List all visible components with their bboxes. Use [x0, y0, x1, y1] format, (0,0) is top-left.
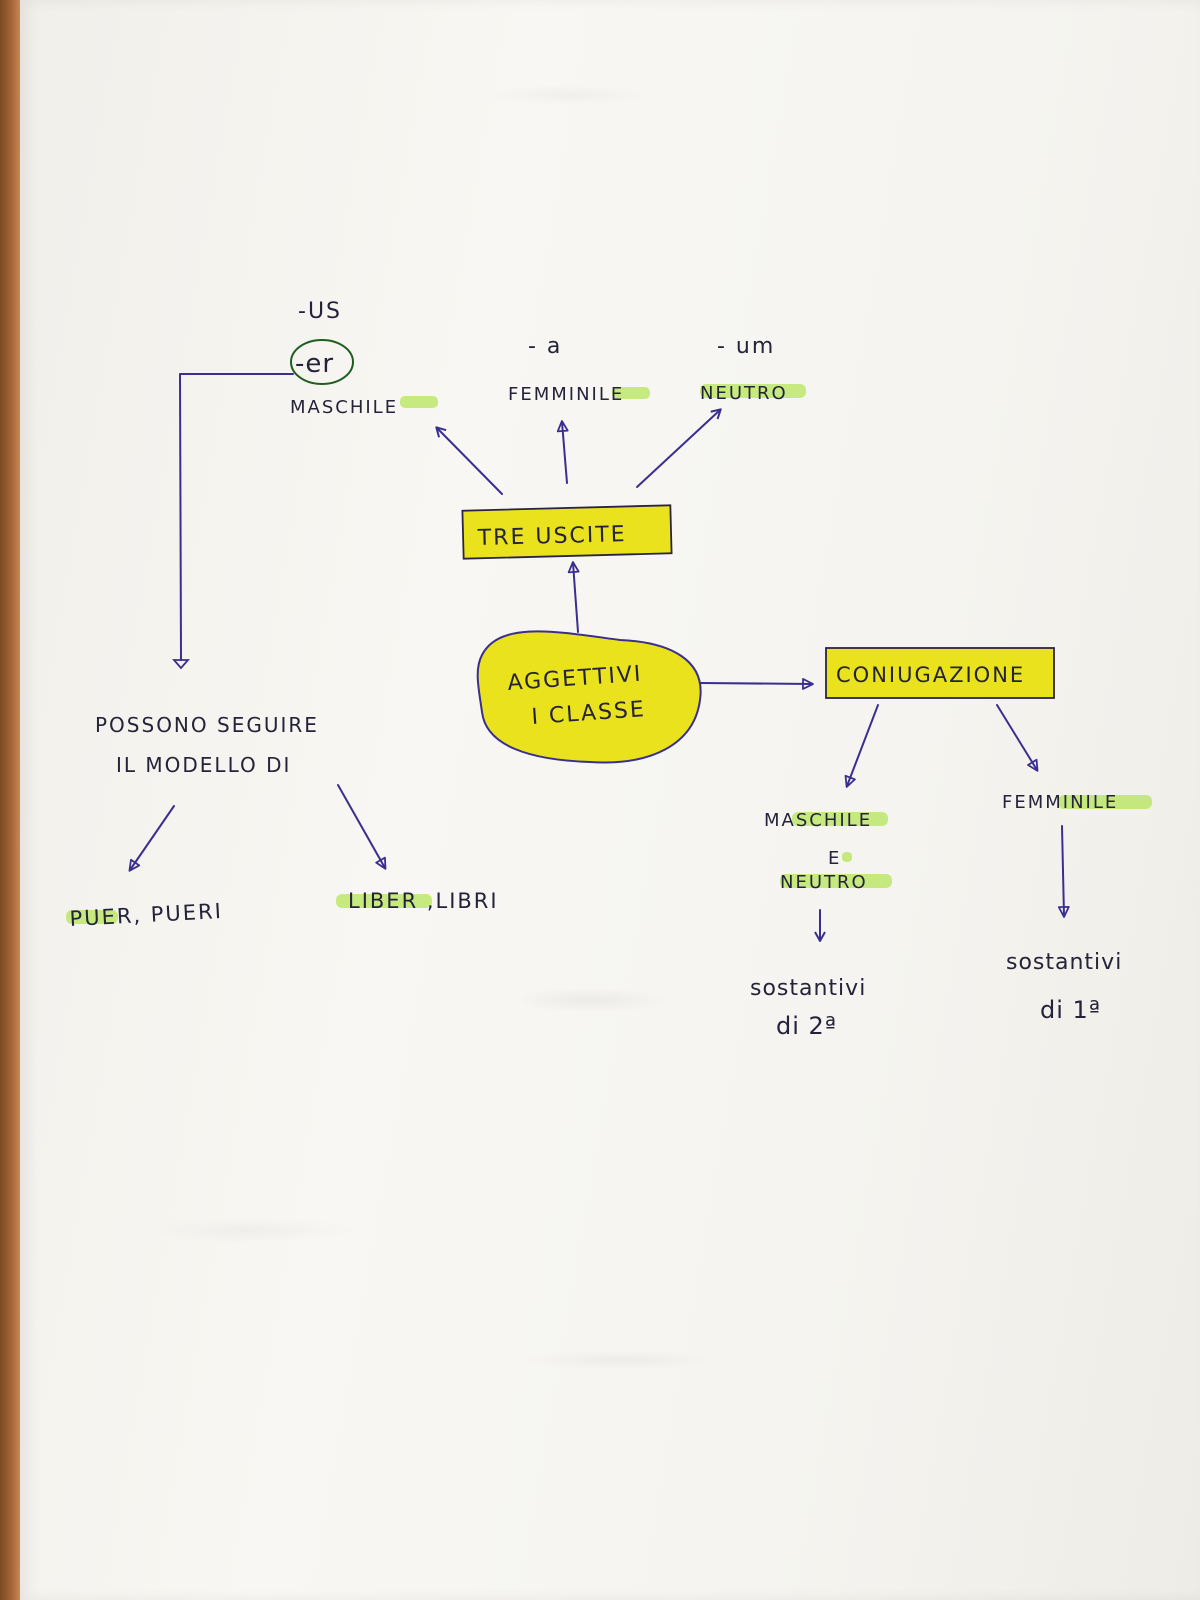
tre-uscite-box	[461, 504, 673, 560]
node-aggettivi: AGGETTIVI I CLASSE	[476, 630, 702, 764]
maschile-right-label: MASCHILE	[764, 810, 872, 831]
possono-line2: IL MODELLO DI	[116, 753, 291, 777]
neutro-right-label: NEUTRO	[780, 872, 868, 893]
suffix-er: -er	[295, 349, 334, 379]
suffix-a: - a	[528, 334, 562, 359]
aggettivi-blob	[477, 631, 701, 763]
neutro-right-highlight	[780, 874, 892, 888]
connectors	[128, 373, 1070, 942]
e-highlight	[842, 852, 852, 862]
sostantivi-1-line2: di 1ª	[1040, 996, 1101, 1024]
femminile-right-label: FEMMINILE	[1002, 792, 1118, 813]
aggettivi-blob-outline	[476, 630, 702, 764]
maschile-right-highlight	[792, 812, 888, 826]
femminile-right-highlight	[1058, 795, 1152, 809]
arrow-to-maschile-neutro	[844, 704, 879, 788]
maschile-highlight	[400, 396, 438, 408]
liber-highlight	[336, 894, 432, 908]
possono-line1: POSSONO SEGUIRE	[95, 713, 319, 737]
arrow-to-sostantivi-1	[1057, 825, 1070, 918]
maschile-label: MASCHILE	[290, 397, 398, 418]
node-maschile-neutro: MASCHILE E NEUTRO sostantivi di 2ª	[750, 810, 892, 1040]
arrow-center-to-coniugazione	[699, 678, 814, 690]
node-femminile-right: FEMMINILE sostantivi di 1ª	[1002, 792, 1152, 1024]
suffix-um: - um	[717, 334, 775, 359]
sostantivi-1-line1: sostantivi	[1006, 950, 1122, 975]
arrow-to-maschile	[435, 426, 503, 495]
neutro-highlight	[700, 384, 806, 398]
puer-example: PUER, PUERI	[69, 899, 223, 931]
arrow-to-liber	[337, 784, 387, 870]
node-tre-uscite: TRE USCITE	[461, 504, 673, 560]
table-edge	[0, 0, 20, 1600]
tre-uscite-label: TRE USCITE	[477, 522, 627, 551]
liber-example: LIBER ,LIBRI	[348, 889, 499, 913]
arrow-to-neutro	[636, 408, 722, 488]
sostantivi-2-line1: sostantivi	[750, 976, 866, 1001]
arrow-center-to-tre-uscite	[567, 561, 580, 633]
sostantivi-2-line2: di 2ª	[776, 1012, 837, 1040]
puer-highlight	[66, 910, 118, 924]
arrow-to-femminile-right	[996, 704, 1039, 772]
arrowhead-possono	[172, 659, 190, 670]
node-maschile: -US -er MASCHILE	[290, 299, 438, 418]
femminile-highlight	[612, 387, 650, 399]
arrow-to-puer	[128, 805, 175, 872]
node-examples: PUER, PUERI LIBER ,LIBRI	[66, 889, 499, 931]
arrow-to-femminile	[556, 420, 569, 484]
connector-er-to-possono	[179, 373, 294, 661]
femminile-top-label: FEMMINILE	[508, 384, 624, 405]
suffix-er-circle	[290, 339, 354, 385]
node-possono: POSSONO SEGUIRE IL MODELLO DI	[95, 713, 319, 777]
node-femminile-top: - a FEMMINILE	[508, 334, 650, 405]
suffix-us: -US	[298, 299, 342, 324]
notebook-page	[20, 0, 1200, 1600]
node-coniugazione: CONIUGAZIONE	[825, 647, 1055, 699]
coniugazione-box	[825, 647, 1055, 699]
coniugazione-label: CONIUGAZIONE	[836, 663, 1025, 687]
e-label: E	[828, 848, 841, 869]
node-neutro: - um NEUTRO	[700, 334, 806, 404]
neutro-label: NEUTRO	[700, 383, 788, 404]
